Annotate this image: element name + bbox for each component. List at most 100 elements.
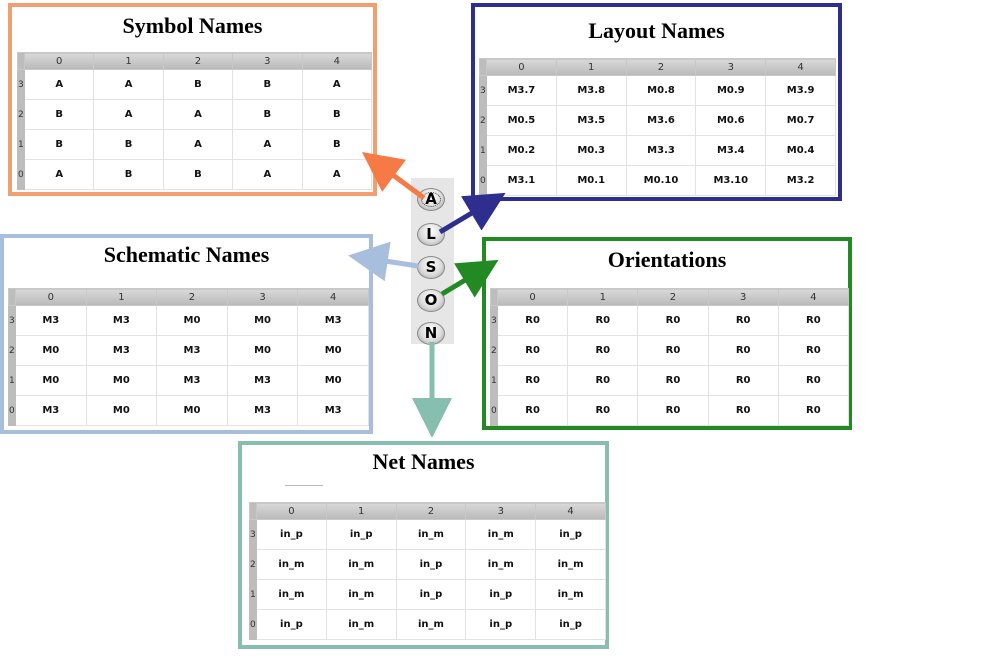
table-cell[interactable]: B bbox=[232, 69, 303, 100]
table-cell[interactable]: R0 bbox=[567, 395, 639, 426]
table-cell[interactable]: M3.7 bbox=[486, 75, 557, 106]
column-header[interactable]: 4 bbox=[301, 52, 373, 70]
table-cell[interactable]: R0 bbox=[496, 395, 569, 426]
table-cell[interactable]: M0 bbox=[156, 305, 228, 336]
column-header[interactable]: 1 bbox=[93, 52, 164, 70]
table-cell[interactable]: M0.9 bbox=[695, 75, 767, 106]
table-cell[interactable]: in_m bbox=[256, 579, 327, 610]
annotation-layout-button[interactable]: L bbox=[417, 223, 445, 246]
table-cell[interactable]: in_p bbox=[535, 519, 606, 550]
table-cell[interactable]: M3.1 bbox=[486, 165, 557, 196]
table-cell[interactable]: in_m bbox=[325, 609, 397, 640]
table-cell[interactable]: B bbox=[93, 159, 164, 190]
table-cell[interactable]: R0 bbox=[637, 395, 709, 426]
table-cell[interactable]: in_p bbox=[325, 519, 397, 550]
column-header[interactable]: 3 bbox=[226, 288, 299, 306]
table-cell[interactable]: A bbox=[93, 69, 164, 100]
table-cell[interactable]: M0 bbox=[156, 395, 228, 426]
table-cell[interactable]: A bbox=[23, 159, 95, 190]
column-header[interactable]: 0 bbox=[256, 502, 327, 520]
column-header[interactable]: 2 bbox=[625, 58, 697, 76]
table-cell[interactable]: in_m bbox=[535, 579, 606, 610]
layout-names-title: Layout Names bbox=[588, 18, 725, 43]
table-cell[interactable]: M3.4 bbox=[695, 135, 767, 166]
column-header[interactable]: 0 bbox=[15, 288, 87, 306]
table-cell[interactable]: B bbox=[301, 129, 373, 160]
column-header[interactable]: 4 bbox=[535, 502, 606, 520]
column-header[interactable]: 3 bbox=[707, 288, 779, 306]
row-header[interactable]: 0 bbox=[8, 395, 16, 426]
table-cell[interactable]: M3.9 bbox=[765, 75, 836, 106]
table-cell[interactable]: M0.1 bbox=[555, 165, 627, 196]
table-cell[interactable]: R0 bbox=[496, 305, 569, 336]
table-cell[interactable]: M3.2 bbox=[765, 165, 836, 196]
arrow-to-symbol-names bbox=[361, 152, 426, 201]
column-header[interactable]: 0 bbox=[23, 52, 95, 70]
table-cell[interactable]: M3 bbox=[156, 365, 228, 396]
annotation-orientation-button[interactable]: O bbox=[417, 289, 445, 312]
table-cell[interactable]: in_p bbox=[395, 549, 467, 580]
table-cell[interactable]: M0.10 bbox=[625, 165, 697, 196]
table-cell[interactable]: R0 bbox=[777, 395, 850, 426]
table-cell[interactable]: in_p bbox=[535, 609, 606, 640]
table-cell[interactable]: in_m bbox=[256, 549, 327, 580]
table-cell[interactable]: R0 bbox=[777, 305, 850, 336]
table-cell[interactable]: R0 bbox=[707, 395, 779, 426]
column-header[interactable]: 3 bbox=[695, 58, 767, 76]
table-cell[interactable]: in_p bbox=[256, 519, 327, 550]
column-header[interactable]: 1 bbox=[567, 288, 639, 306]
table-cell[interactable]: M0 bbox=[297, 365, 369, 396]
table-cell[interactable]: R0 bbox=[567, 335, 639, 366]
annotation-symbol-button[interactable]: A bbox=[417, 188, 445, 211]
column-header[interactable]: 4 bbox=[765, 58, 836, 76]
table-cell[interactable]: M0.7 bbox=[765, 105, 836, 136]
row-header[interactable]: 0 bbox=[249, 609, 257, 640]
table-cell[interactable]: M3 bbox=[226, 395, 299, 426]
table-cell[interactable]: M0.8 bbox=[625, 75, 697, 106]
table-cell[interactable]: M0.3 bbox=[555, 135, 627, 166]
table-cell[interactable]: A bbox=[93, 99, 164, 130]
table-cell[interactable]: M3 bbox=[226, 365, 299, 396]
table-cell[interactable]: in_m bbox=[325, 579, 397, 610]
column-header[interactable]: 2 bbox=[156, 288, 228, 306]
table-cell[interactable]: M3 bbox=[85, 335, 158, 366]
table-cell[interactable]: M3.10 bbox=[695, 165, 767, 196]
column-header[interactable]: 3 bbox=[465, 502, 537, 520]
table-cell[interactable]: in_m bbox=[395, 609, 467, 640]
table-cell[interactable]: M3.8 bbox=[555, 75, 627, 106]
table-cell[interactable]: in_m bbox=[395, 519, 467, 550]
column-header[interactable]: 1 bbox=[325, 502, 397, 520]
column-header[interactable]: 0 bbox=[486, 58, 557, 76]
annotation-net-button[interactable]: N bbox=[417, 322, 445, 345]
column-header[interactable]: 4 bbox=[297, 288, 369, 306]
table-cell[interactable]: in_p bbox=[256, 609, 327, 640]
table-cell[interactable]: M3 bbox=[297, 395, 369, 426]
table-cell[interactable]: M0.5 bbox=[486, 105, 557, 136]
table-cell[interactable]: M3.3 bbox=[625, 135, 697, 166]
table-cell[interactable]: A bbox=[232, 159, 303, 190]
table-cell[interactable]: M3 bbox=[15, 395, 87, 426]
table-cell[interactable]: in_p bbox=[465, 609, 537, 640]
column-header[interactable]: 3 bbox=[232, 52, 303, 70]
table-cell[interactable]: R0 bbox=[777, 365, 850, 396]
net-names-divider bbox=[285, 485, 323, 486]
table-cell[interactable]: R0 bbox=[637, 305, 709, 336]
table-cell[interactable]: A bbox=[23, 69, 95, 100]
column-header[interactable]: 1 bbox=[85, 288, 158, 306]
table-cell[interactable]: R0 bbox=[567, 365, 639, 396]
